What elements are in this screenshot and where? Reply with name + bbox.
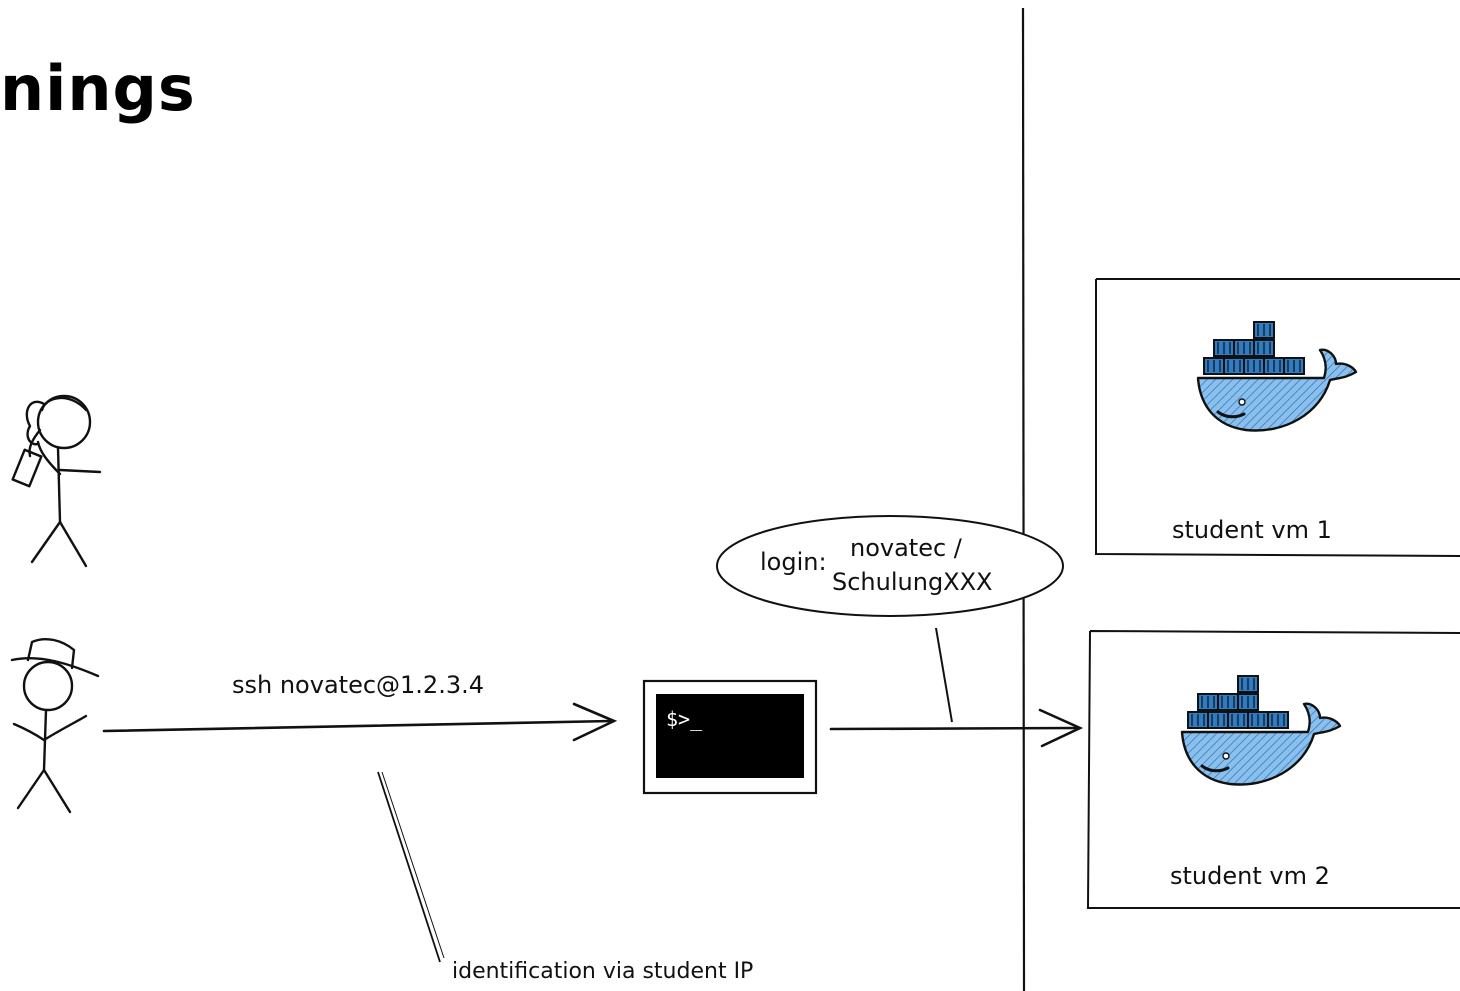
identification-label: identification via student IP — [452, 959, 753, 984]
docker-whale-icon — [1180, 674, 1342, 787]
login-password: SchulungXXX — [832, 568, 993, 596]
slide-title: nings — [0, 52, 196, 125]
ssh-command-label: ssh novatec@1.2.3.4 — [232, 671, 484, 699]
vm2-label: student vm 2 — [1170, 862, 1330, 890]
vm1-label: student vm 1 — [1172, 516, 1332, 544]
trainer-figure-icon — [10, 638, 100, 814]
vm-arrow — [829, 708, 1084, 748]
login-prefix: login: — [760, 548, 827, 576]
login-user: novatec / — [850, 534, 963, 562]
login-bubble: login: novatec / SchulungXXX — [716, 515, 1064, 723]
terminal-prompt: $>_ — [666, 707, 703, 731]
terminal-icon: $>_ — [642, 679, 818, 795]
student-figure-icon — [11, 394, 102, 568]
student-vm-2: student vm 2 — [1086, 630, 1460, 909]
identification-pointer — [377, 771, 441, 963]
docker-whale-icon — [1196, 320, 1358, 433]
boundary-divider — [1021, 7, 1026, 991]
identification-pointer-shadow — [381, 771, 445, 959]
ssh-arrow — [102, 702, 618, 742]
student-vm-1: student vm 1 — [1095, 278, 1460, 557]
